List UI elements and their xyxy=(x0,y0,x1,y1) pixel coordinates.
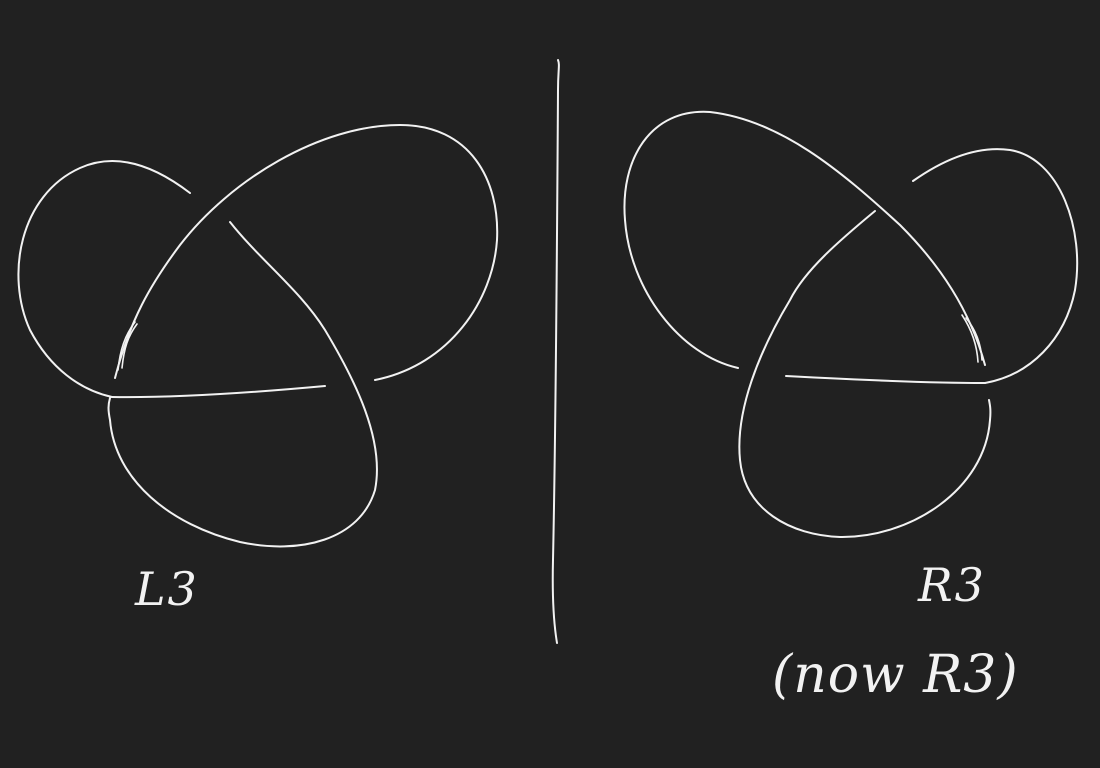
right-knot-top-lobe xyxy=(623,110,986,369)
left-knot-thickened-stroke xyxy=(117,321,138,371)
right-knot-thickened-stroke xyxy=(961,314,983,363)
right-knot-right-lobe xyxy=(912,148,1079,384)
right-trefoil-knot xyxy=(623,110,1079,539)
right-knot-note: (now R3) xyxy=(772,645,1019,705)
right-knot-bottom-lobe xyxy=(738,210,992,539)
left-knot-bottom-lobe xyxy=(107,221,378,548)
vertical-divider-line xyxy=(551,59,560,644)
left-knot-left-lobe xyxy=(17,160,191,398)
left-trefoil-knot xyxy=(17,124,499,548)
right-knot-label: R3 xyxy=(918,558,986,612)
right-knot-middle-strand xyxy=(785,375,986,384)
left-knot-label: L3 xyxy=(135,562,199,616)
left-knot-bottom-strand xyxy=(111,385,326,399)
left-knot-top-lobe xyxy=(114,124,499,381)
